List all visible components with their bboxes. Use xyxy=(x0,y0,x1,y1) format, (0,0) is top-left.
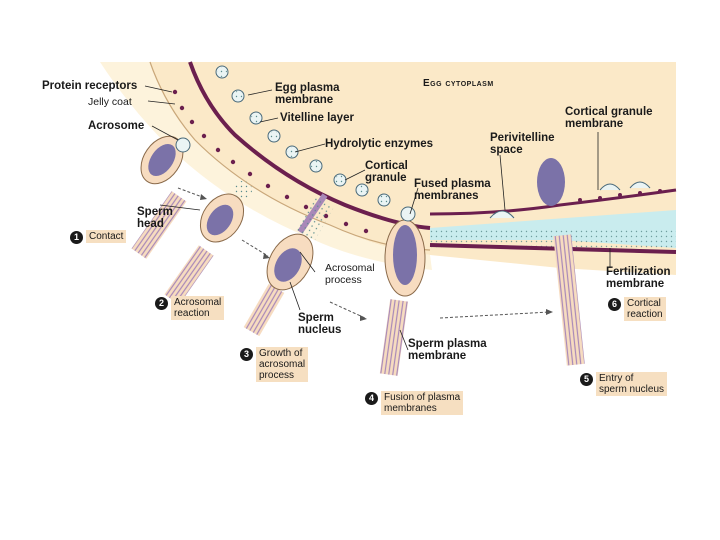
sperm-fusion xyxy=(379,206,426,376)
step-4-label: Fusion of plasma membranes xyxy=(381,391,464,415)
step-2-label: Acrosomal reaction xyxy=(171,296,225,320)
label-egg-cytoplasm: Egg cytoplasm xyxy=(423,78,494,89)
label-egg-plasma-membrane: Egg plasma membrane xyxy=(275,82,340,106)
label-fused-plasma-membranes: Fused plasma membranes xyxy=(414,178,491,202)
sperm-contact xyxy=(131,135,191,259)
step-5-badge: 5 xyxy=(580,373,593,386)
step-4-badge: 4 xyxy=(365,392,378,405)
sperm-entry xyxy=(537,158,585,366)
sperm-acrosomal-reaction xyxy=(164,181,252,305)
label-sperm-nucleus: Sperm nucleus xyxy=(298,312,342,336)
egg-plasma-membrane-line xyxy=(188,61,431,230)
leader-lines xyxy=(144,85,611,351)
label-perivitelline-space: Perivitelline space xyxy=(490,132,555,156)
stage-arrows xyxy=(177,187,551,319)
label-protein-receptors: Protein receptors xyxy=(42,80,138,92)
step-5-label: Entry of sperm nucleus xyxy=(596,372,668,396)
step-2-badge: 2 xyxy=(155,297,168,310)
step-6-label: Cortical reaction xyxy=(624,297,666,321)
step-6-badge: 6 xyxy=(608,298,621,311)
jelly-coat-band xyxy=(100,62,432,270)
step-3-badge: 3 xyxy=(240,348,253,361)
step-1-badge: 1 xyxy=(70,231,83,244)
label-cortical-granule: Cortical granule xyxy=(365,160,408,184)
step-3-label: Growth of acrosomal process xyxy=(256,347,309,382)
label-hydrolytic-enzymes: Hydrolytic enzymes xyxy=(325,138,434,150)
label-sperm-head: Sperm head xyxy=(137,206,173,230)
label-jelly-coat: Jelly coat xyxy=(88,96,132,108)
label-acrosomal-process: Acrosomal process xyxy=(325,262,375,286)
label-cortical-granule-membrane: Cortical granule membrane xyxy=(565,106,653,130)
sperm-growth-process xyxy=(243,193,335,337)
label-sperm-plasma-membrane: Sperm plasma membrane xyxy=(408,338,487,362)
label-acrosome: Acrosome xyxy=(88,120,145,132)
fertilization-membrane-line xyxy=(429,243,677,254)
label-vitelline-layer: Vitelline layer xyxy=(280,112,354,124)
label-fertilization-membrane: Fertilization membrane xyxy=(606,266,671,290)
step-1-label: Contact xyxy=(86,230,127,243)
